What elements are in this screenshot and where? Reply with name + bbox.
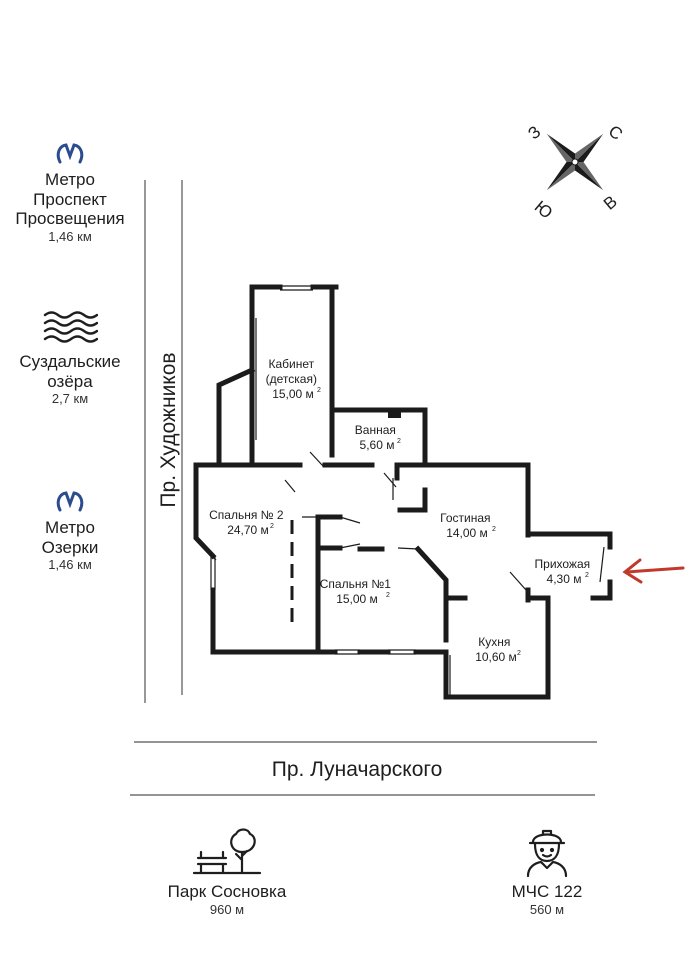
poi-name-line: Проспект	[33, 189, 107, 209]
bath-fixture	[388, 410, 401, 418]
room-label-bath: Ванная 5,60 м	[355, 423, 399, 452]
poi-metro-ozerki: Метро Озерки 1,46 км	[0, 490, 140, 573]
room-label-living: Гостиная 14,00 м	[440, 511, 494, 540]
poi-name-line: Метро	[45, 518, 95, 537]
compass-label-east: В	[600, 192, 621, 214]
area-superscript: 2	[270, 523, 274, 530]
street-label-vertical: Пр. Художников	[157, 352, 180, 507]
poi-name-line: Просвещения	[15, 209, 125, 229]
poi-distance: 2,7 км	[51, 391, 89, 407]
apartment-walls	[193, 284, 613, 700]
poi-name: МЧС 122	[511, 882, 583, 901]
room-label-kitchen: Кухня 10,60 м	[475, 635, 517, 664]
poi-mchs-122: МЧС 122 560 м	[452, 826, 642, 917]
area-superscript: 2	[317, 387, 321, 394]
area-superscript: 2	[397, 438, 401, 445]
room-label-cabinet: Кабинет (детская) 15,00 м	[266, 357, 321, 401]
firefighter-icon	[526, 829, 568, 878]
entry-arrow	[622, 558, 685, 584]
street-label-horizontal: Пр. Луначарского	[272, 758, 443, 781]
poi-name-line: Метро	[45, 170, 95, 189]
area-superscripts: 2 2 2 2 2 2 2	[270, 387, 589, 657]
compass-label-west: З	[524, 122, 544, 143]
area-superscript: 2	[517, 650, 521, 657]
poi-distance: 960 м	[209, 901, 245, 917]
room-labels: Кабинет (детская) 15,00 м Ванная 5,60 м …	[209, 357, 594, 664]
area-superscript: 2	[585, 572, 589, 579]
poi-name-line: Суздальские	[19, 352, 121, 371]
park-bench-tree-icon	[192, 828, 262, 875]
poi-name: Парк Сосновка	[167, 882, 287, 901]
water-waves-icon	[43, 311, 98, 343]
room-label-bedroom2: Спальня № 2 24,70 м	[209, 508, 287, 537]
poi-suzdalskie-ozera: Суздальские озёра 2,7 км	[0, 310, 140, 407]
poi-metro-prosveshcheniya: Метро Проспект Просвещения 1,46 км	[0, 142, 140, 245]
metro-icon	[56, 143, 84, 164]
room-label-hall: Прихожая 4,30 м	[535, 557, 594, 586]
poi-distance: 1,46 км	[48, 228, 92, 244]
poi-distance: 1,46 км	[48, 557, 92, 573]
compass-rose	[546, 133, 604, 191]
room-label-bedroom1: Спальня №1 15,00 м	[320, 577, 394, 606]
compass-label-north: С	[605, 122, 627, 144]
poi-park-sosnovka: Парк Сосновка 960 м	[132, 828, 322, 917]
poi-name-line: Озерки	[41, 537, 99, 557]
area-superscript: 2	[492, 526, 496, 533]
area-superscript: 2	[386, 592, 390, 599]
poi-name-line: озёра	[47, 371, 93, 391]
compass-label-south: Ю	[531, 197, 556, 223]
street-lines	[130, 180, 597, 796]
windows-and-doors	[195, 285, 605, 697]
metro-icon	[56, 491, 84, 512]
poi-distance: 560 м	[529, 901, 565, 917]
